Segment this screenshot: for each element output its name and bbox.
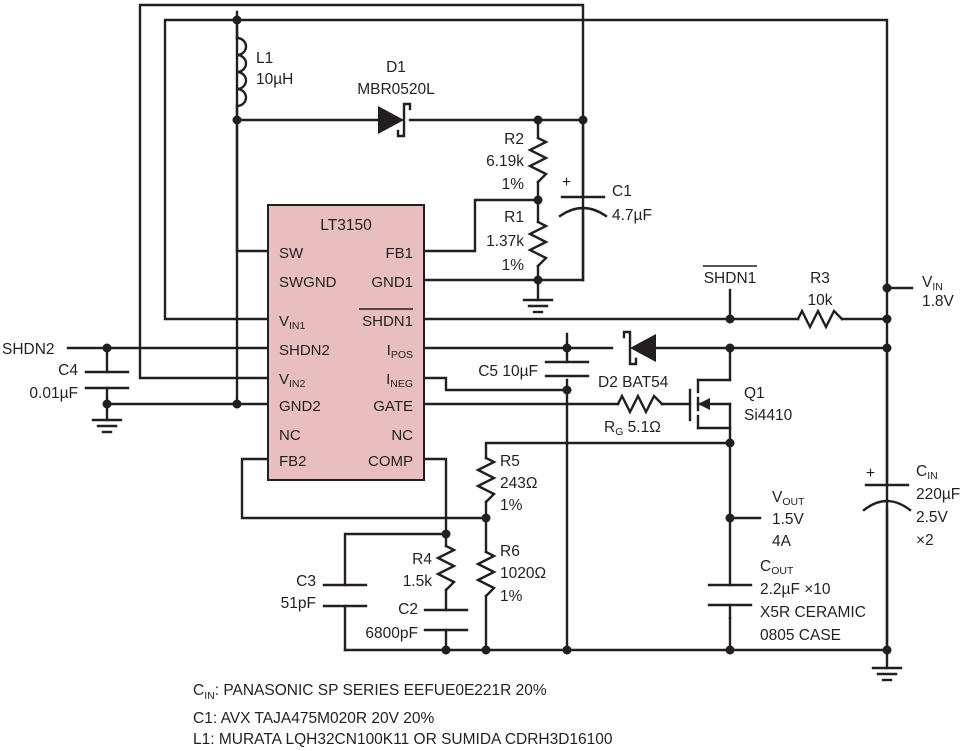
svg-text:220µF: 220µF [916,486,960,503]
ic-lt3150: LT3150 SW SWGND VIN1 SHDN2 VIN2 GND2 NC … [267,204,425,481]
capacitor-cout: COUT 2.2µF ×10 X5R CERAMIC 0805 CASE [707,558,866,644]
svg-text:VIN: VIN [922,274,943,293]
svg-text:C2: C2 [398,601,418,618]
resistor-r2: R2 6.19k 1% [486,131,549,193]
svg-text:MBR0520L: MBR0520L [357,81,435,98]
resistor-r1: R1 1.37k 1% [486,209,549,274]
svg-text:R2: R2 [504,131,524,148]
svg-text:C1: C1 [612,183,632,200]
mosfet-q1: Q1 Si4410 [688,378,793,430]
ground-symbol-main [871,666,903,682]
svg-text:R6: R6 [500,543,520,560]
note-c1: C1: AVX TAJA475M020R 20V 20% [193,709,435,727]
svg-text:Q1: Q1 [744,385,765,402]
svg-text:R3: R3 [810,270,830,287]
pin-shdn2: SHDN2 [279,342,330,359]
svg-text:1%: 1% [502,176,525,193]
svg-text:2.2µF ×10: 2.2µF ×10 [760,581,831,598]
svg-text:6800pF: 6800pF [365,625,418,642]
svg-text:1020Ω: 1020Ω [500,565,546,582]
svg-text:R5: R5 [500,453,520,470]
svg-text:2.5V: 2.5V [916,509,949,526]
note-l1: L1: MURATA LQH32CN100K11 OR SUMIDA CDRH3… [193,731,613,749]
note-cin-text: PANASONIC SP SERIES EEFUE0E221R 20% [223,682,547,699]
svg-text:VOUT: VOUT [772,489,805,508]
svg-text:D1: D1 [386,59,406,76]
svg-text:+: + [866,465,875,482]
pin-comp: COMP [368,453,413,470]
pin-sw: SW [279,245,304,262]
pin-gnd2: GND2 [279,398,321,415]
svg-text:51pF: 51pF [281,595,316,612]
svg-text:243Ω: 243Ω [500,475,537,492]
svg-text:1%: 1% [500,588,523,605]
capacitor-cin: + CIN 220µF 2.5V ×2 [862,463,960,549]
inductor-l1: L1 10µH [235,36,293,108]
svg-text:1.5V: 1.5V [772,511,805,528]
svg-text:C5 10µF: C5 10µF [478,363,538,380]
svg-text:C3: C3 [296,573,316,590]
svg-text:1%: 1% [500,497,523,514]
pin-nc-right: NC [391,427,413,444]
ground-symbol-gnd1 [522,298,554,314]
pin-shdn1: SHDN1 [362,313,413,330]
net-vout: VOUT 1.5V 4A [772,489,805,550]
capacitor-c3: C3 51pF [281,573,368,612]
pin-swgnd: SWGND [279,274,337,291]
diode-d1: D1 MBR0520L [357,59,435,138]
resistor-r4: R4 1.5k [403,544,457,592]
svg-text:SHDN2: SHDN2 [2,341,55,358]
capacitor-c1: + C1 4.7µF [558,118,652,282]
svg-text:6.19k: 6.19k [486,153,524,170]
resistor-rg: RG 5.1Ω [604,393,664,438]
svg-text:10k: 10k [808,292,833,309]
pin-gate: GATE [373,398,413,415]
svg-text:0.01µF: 0.01µF [29,385,78,402]
svg-text:L1: L1 [256,50,273,67]
svg-text:0805 CASE: 0805 CASE [760,627,841,644]
svg-text:COUT: COUT [760,558,794,577]
svg-text:1.8V: 1.8V [922,293,955,310]
resistor-r3: R3 10k [796,270,844,330]
svg-text:D2 BAT54: D2 BAT54 [598,374,669,391]
junction-dots [102,15,892,655]
ground-symbol-c4 [91,418,123,434]
svg-text:×2: ×2 [916,532,934,549]
pin-fb2: FB2 [279,453,307,470]
resistor-r6: R6 1020Ω 1% [475,543,546,605]
svg-text:1.5k: 1.5k [403,573,433,590]
note-cin: CIN: PANASONIC SP SERIES EEFUE0E221R 20% [193,682,547,703]
svg-text:1.37k: 1.37k [486,233,524,250]
component-notes: CIN: PANASONIC SP SERIES EEFUE0E221R 20%… [193,680,613,751]
net-shdn1: SHDN1 [703,265,757,287]
resistor-r5: R5 243Ω 1% [475,453,537,514]
capacitor-c4: C4 0.01µF [29,362,130,402]
ic-title: LT3150 [320,217,372,234]
pin-gnd1: GND1 [371,274,413,291]
capacitor-c2: C2 6800pF [365,601,469,642]
svg-text:1%: 1% [502,257,525,274]
capacitor-c5: C5 10µF [478,346,590,380]
svg-text:SHDN1: SHDN1 [704,270,757,287]
svg-text:+: + [562,174,571,191]
svg-text:CIN: CIN [916,463,938,482]
svg-text:10µH: 10µH [256,71,293,88]
svg-text:RG 5.1Ω: RG 5.1Ω [604,419,661,438]
svg-text:R1: R1 [504,209,524,226]
pin-fb1: FB1 [385,245,413,262]
diode-d2: D2 BAT54 [598,330,669,391]
net-vin: VIN 1.8V [922,274,955,310]
svg-text:4.7µF: 4.7µF [612,207,652,224]
pin-nc-left: NC [279,427,301,444]
svg-text:X5R CERAMIC: X5R CERAMIC [760,604,866,621]
svg-text:Si4410: Si4410 [744,407,793,424]
wires [66,3,914,670]
svg-text:C4: C4 [58,362,78,379]
svg-text:4A: 4A [772,533,792,550]
svg-text:R4: R4 [412,551,432,568]
net-shdn2: SHDN2 [2,341,55,358]
